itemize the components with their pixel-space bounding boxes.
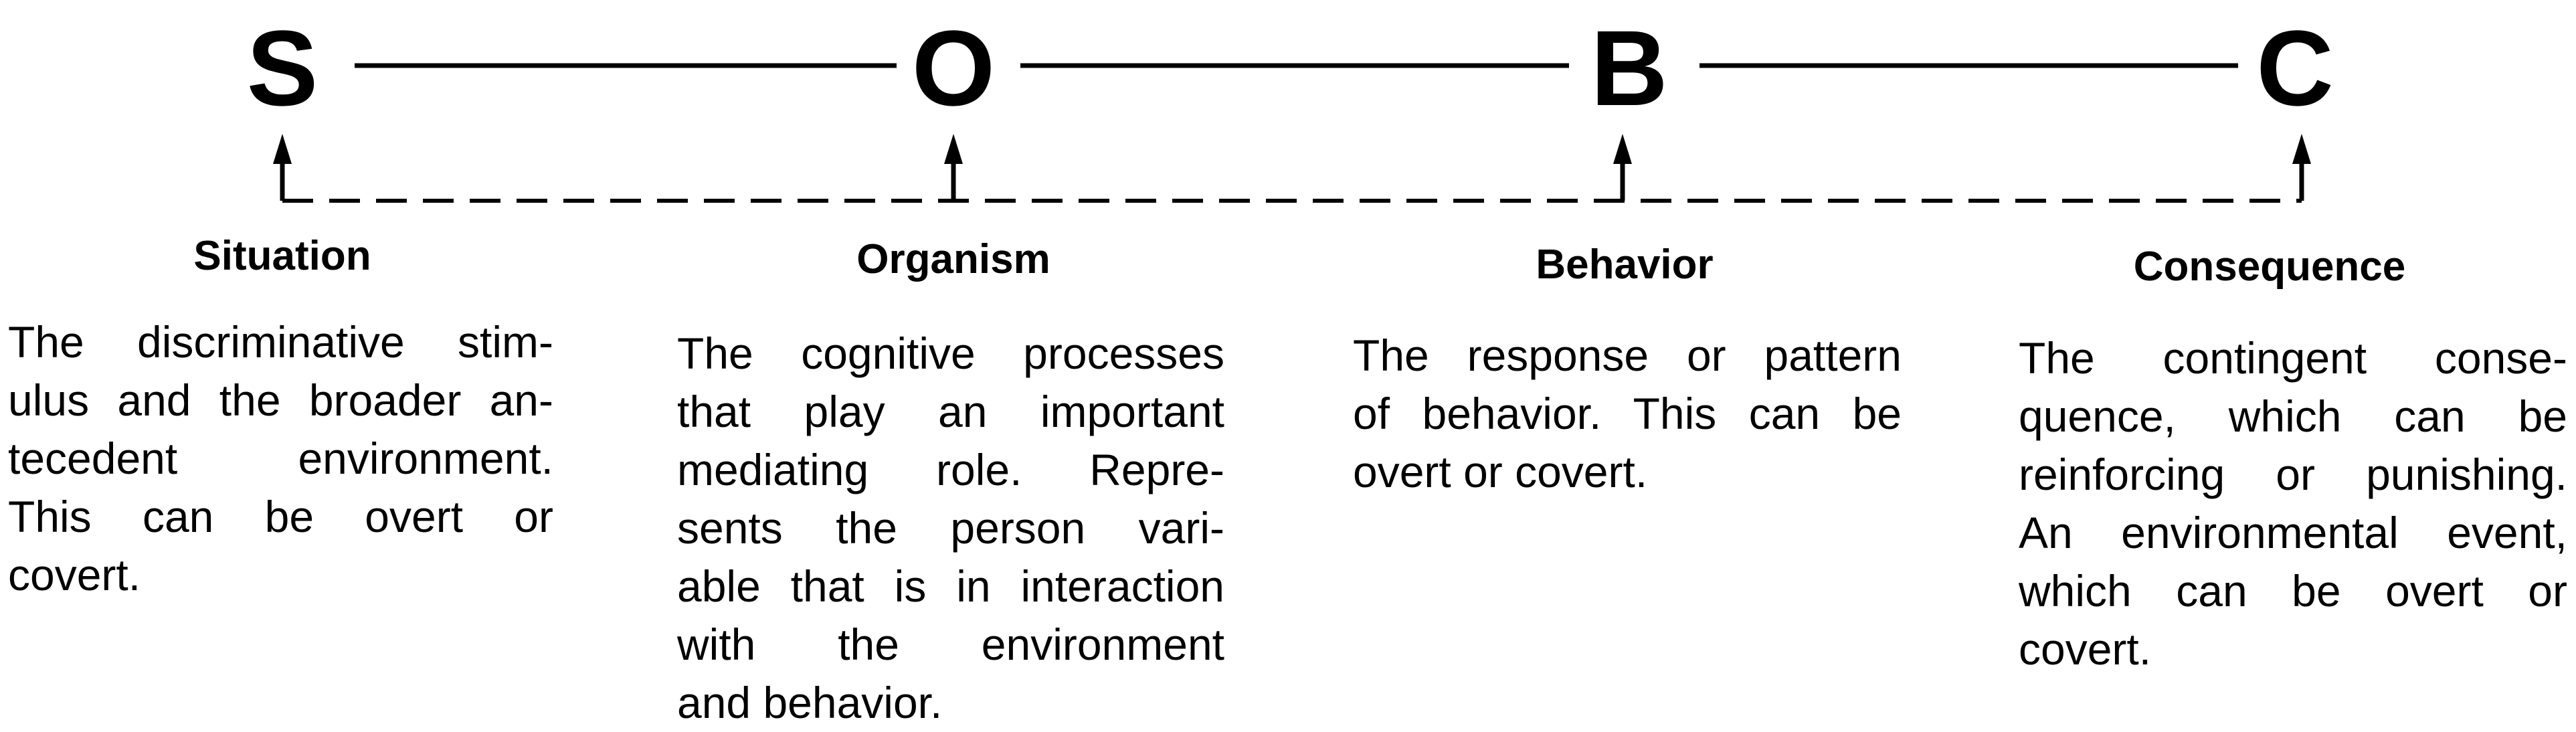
description-line: of behavior. This can be [1353, 389, 1902, 438]
arrow-up-o-icon [944, 134, 963, 201]
description-line: An environmental event, [2019, 508, 2567, 557]
arrow-up-b-icon [1613, 134, 1632, 201]
description-line: quence, which can be [2019, 391, 2567, 441]
description-consequence: The contingent conse- quence, which can … [2019, 329, 2567, 678]
heading-situation: Situation [193, 233, 371, 279]
description-line: This can be overt or [8, 492, 553, 541]
description-line: The cognitive processes [677, 329, 1224, 378]
description-line: The response or pattern [1353, 331, 1902, 380]
arrow-up-s-icon [273, 134, 292, 201]
description-line: mediating role. Repre- [677, 445, 1224, 494]
letter-c: C [2256, 8, 2334, 128]
description-line: sents the person vari- [677, 503, 1224, 553]
description-line: reinforcing or punishing. [2019, 450, 2567, 499]
heading-behavior: Behavior [1536, 242, 1714, 288]
description-line: with the environment [677, 620, 1224, 669]
heading-organism: Organism [856, 236, 1050, 282]
description-line: covert. [8, 550, 141, 600]
description-line: that play an important [677, 387, 1224, 436]
description-line: overt or covert. [1353, 447, 1648, 496]
description-line: able that is in interaction [677, 561, 1224, 611]
letter-o: O [911, 8, 996, 128]
arrow-up-c-icon [2292, 134, 2311, 201]
description-line: The contingent conse- [2019, 333, 2567, 383]
description-line: which can be overt or [2019, 566, 2567, 616]
description-situation: The discriminative stim- ulus and the br… [8, 313, 553, 604]
letter-b: B [1590, 8, 1668, 128]
description-line: tecedent environment. [8, 434, 553, 483]
description-line: ulus and the broader an- [8, 375, 553, 425]
description-line: The discriminative stim- [8, 317, 553, 367]
connector-lines [273, 63, 2311, 203]
heading-consequence: Consequence [2133, 244, 2406, 290]
letter-s: S [246, 8, 318, 128]
description-line: covert. [2019, 624, 2152, 674]
description-behavior: The response or pattern of behavior. Thi… [1353, 327, 1902, 501]
description-organism: The cognitive processes that play an imp… [677, 325, 1224, 732]
